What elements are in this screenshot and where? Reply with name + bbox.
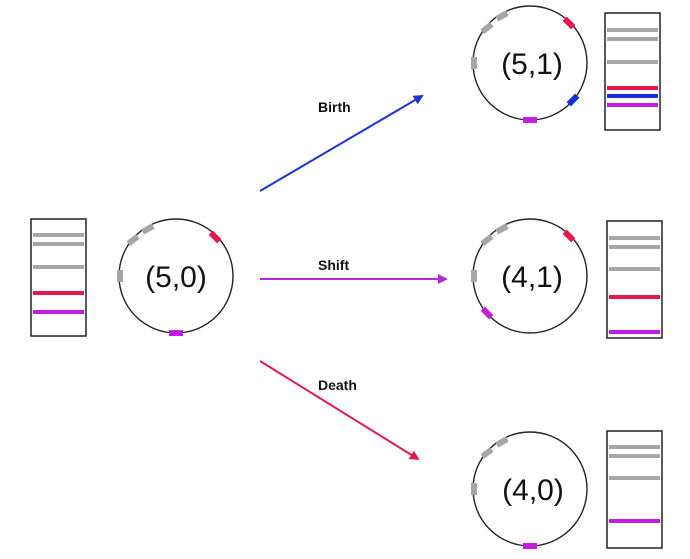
gel-lane-frame — [30, 218, 87, 337]
site-marker-gray — [471, 270, 477, 282]
gel-band-gray — [609, 245, 660, 249]
site-marker-red — [208, 230, 222, 244]
shift-label: Shift — [318, 257, 349, 273]
gel-band-purple — [607, 103, 658, 107]
plasmid-origin: (5,0) — [117, 218, 234, 336]
site-marker-gray — [471, 483, 477, 495]
site-marker-purple — [480, 306, 494, 320]
gel-lane-origin — [30, 218, 87, 337]
plasmid-shift: (4,1) — [471, 218, 588, 334]
site-marker-gray — [126, 233, 140, 247]
site-marker-gray — [480, 21, 494, 35]
site-marker-gray — [480, 446, 494, 460]
site-marker-gray — [495, 436, 509, 448]
gel-band-gray — [33, 265, 84, 269]
gel-band-red — [33, 291, 84, 295]
gel-lane-birth — [604, 12, 661, 131]
state-label-death: (4,0) — [502, 474, 564, 507]
gel-lane-frame — [604, 12, 661, 131]
gel-band-gray — [609, 454, 660, 458]
gel-band-gray — [33, 233, 84, 237]
plasmid-death: (4,0) — [471, 431, 588, 549]
site-marker-gray — [141, 223, 155, 235]
transition-death: Death — [259, 360, 420, 461]
gel-band-gray — [609, 267, 660, 271]
state-death: (4,0) — [471, 430, 663, 549]
gel-band-gray — [607, 60, 658, 64]
site-marker-gray — [117, 270, 123, 282]
state-birth: (5,1) — [471, 5, 661, 131]
gel-band-purple — [609, 330, 660, 334]
birth-arrow — [259, 94, 424, 192]
gel-lane-frame — [606, 430, 663, 549]
state-label-shift: (4,1) — [501, 261, 563, 294]
gel-band-gray — [607, 28, 658, 32]
gel-band-blue — [607, 94, 658, 98]
state-origin: (5,0) — [30, 218, 234, 337]
gel-band-purple — [33, 310, 84, 314]
gel-band-red — [609, 295, 660, 299]
gel-band-gray — [609, 236, 660, 240]
gel-band-gray — [607, 37, 658, 41]
gel-band-gray — [609, 445, 660, 449]
gel-lane-shift — [606, 220, 663, 339]
site-marker-gray — [471, 57, 477, 69]
transition-birth: Birth — [259, 94, 424, 192]
gel-band-red — [607, 86, 658, 90]
birth-label: Birth — [318, 99, 351, 115]
site-marker-gray — [480, 233, 494, 247]
site-marker-purple — [169, 330, 183, 336]
gel-band-gray — [33, 242, 84, 246]
gel-band-purple — [609, 519, 660, 523]
site-marker-gray — [495, 10, 509, 22]
death-arrow — [259, 360, 420, 461]
state-label-origin: (5,0) — [145, 261, 207, 294]
death-label: Death — [318, 377, 357, 393]
site-marker-blue — [566, 93, 580, 107]
state-shift: (4,1) — [471, 218, 663, 339]
site-marker-gray — [495, 223, 509, 235]
site-marker-purple — [523, 543, 537, 549]
site-marker-purple — [523, 117, 537, 123]
gel-lane-death — [606, 430, 663, 549]
site-marker-red — [562, 229, 576, 243]
plasmid-birth: (5,1) — [471, 5, 588, 123]
site-marker-red — [562, 16, 576, 30]
gel-lane-frame — [606, 220, 663, 339]
gel-band-gray — [609, 476, 660, 480]
transition-shift: Shift — [260, 257, 448, 284]
state-label-birth: (5,1) — [501, 48, 563, 81]
